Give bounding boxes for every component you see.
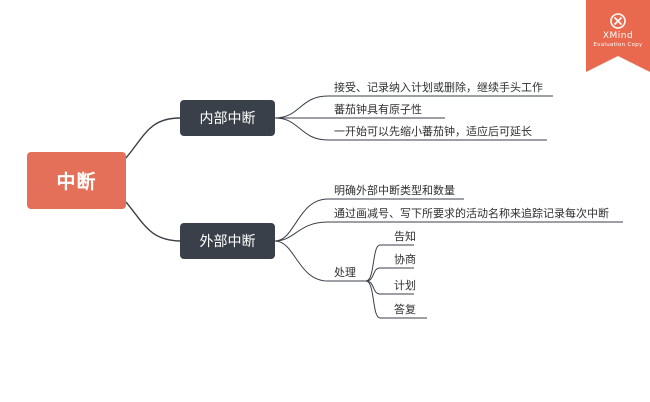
watermark-brand: XMind <box>602 31 634 41</box>
subtopic-process-inform[interactable]: 告知 <box>394 230 416 243</box>
subtopic-internal-1[interactable]: 接受、记录纳入计划或删除，继续手头工作 <box>334 81 543 94</box>
xmind-watermark-badge: XMind Evaluation Copy <box>586 0 650 72</box>
connector-external-2 <box>274 221 623 242</box>
branch-external-interrupt[interactable]: 外部中断 <box>180 223 275 259</box>
connector-internal-3 <box>274 117 547 141</box>
branch-internal-interrupt[interactable]: 内部中断 <box>180 100 275 136</box>
root-topic-label: 中断 <box>56 171 97 193</box>
subtopic-external-1[interactable]: 明确外部中断类型和数量 <box>334 184 455 197</box>
connector-process-1 <box>365 244 414 282</box>
subtopic-process[interactable]: 处理 <box>334 266 356 279</box>
branch-internal-label: 内部中断 <box>199 111 256 127</box>
connector-root-external <box>125 201 181 242</box>
connector-root-internal <box>125 117 181 159</box>
connector-external-1 <box>274 198 464 242</box>
connector-process-4 <box>365 280 427 319</box>
branch-external-label: 外部中断 <box>199 234 256 250</box>
badge-shape <box>586 0 650 72</box>
subtopic-process-reply[interactable]: 答复 <box>394 303 416 316</box>
subtopic-external-2[interactable]: 通过画减号、写下所要求的活动名称来追踪记录每次中断 <box>334 207 609 220</box>
watermark-subtitle: Evaluation Copy <box>593 42 643 48</box>
connector-process-2 <box>365 267 414 282</box>
connector-internal-1 <box>274 95 553 119</box>
subtopic-process-negotiate[interactable]: 协商 <box>394 253 416 266</box>
subtopic-internal-3[interactable]: 一开始可以先缩小蕃茄钟，适应后可延长 <box>334 125 532 138</box>
subtopic-process-plan[interactable]: 计划 <box>394 279 416 292</box>
xmind-logo-icon <box>610 13 626 29</box>
subtopic-internal-2[interactable]: 蕃茄钟具有原子性 <box>334 103 422 116</box>
connector-external-3 <box>274 240 366 282</box>
root-topic[interactable]: 中断 <box>27 152 126 209</box>
